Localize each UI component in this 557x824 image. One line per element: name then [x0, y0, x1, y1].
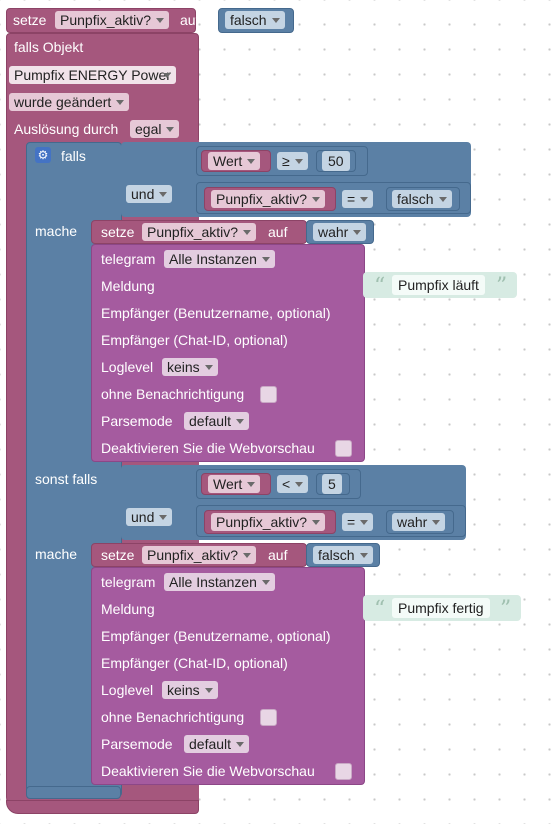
recipient-user-label: Empfänger (Benutzername, optional): [101, 628, 331, 644]
telegram-label: telegram: [101, 251, 156, 267]
variable-dropdown[interactable]: Punpfix_aktiv?: [142, 546, 257, 564]
equals-dropdown[interactable]: =: [342, 513, 374, 531]
preview-label: Deaktivieren Sie die Webvorschau: [101, 763, 315, 779]
parsemode-label: Parsemode: [101, 413, 173, 429]
open-quote-icon: “: [374, 597, 386, 622]
boolean-dropdown[interactable]: falsch: [313, 546, 373, 564]
auf-label: auf: [268, 224, 288, 240]
telegram-label: telegram: [101, 574, 156, 590]
auf-label: auf: [180, 12, 200, 28]
silent-label: ohne Benachrichtigung: [101, 386, 245, 402]
mache-label: mache: [35, 223, 78, 239]
trigger-block-bottom: [6, 800, 199, 814]
silent-checkbox[interactable]: [260, 709, 277, 726]
gear-icon[interactable]: ⚙: [35, 147, 51, 163]
boolean-dropdown[interactable]: wahr: [392, 513, 446, 531]
wert-dropdown[interactable]: Wert: [208, 475, 261, 493]
operator-dropdown[interactable]: ≥: [277, 152, 308, 170]
ausloesung-label: Auslösung durch: [14, 121, 119, 137]
object-id-field[interactable]: Pumpfix ENERGY Power: [9, 66, 176, 84]
auf-label: auf: [268, 547, 288, 563]
ausloesung-dropdown[interactable]: egal: [130, 120, 180, 138]
recipient-user-label: Empfänger (Benutzername, optional): [101, 305, 331, 321]
equals-dropdown[interactable]: =: [342, 190, 374, 208]
loglevel-label: Loglevel: [101, 682, 154, 698]
and-dropdown[interactable]: und: [126, 508, 173, 526]
sonst-falls-label: sonst falls: [35, 471, 98, 487]
message-text-field[interactable]: Pumpfix fertig: [392, 598, 490, 618]
setze-label: setze: [101, 547, 135, 563]
instances-dropdown[interactable]: Alle Instanzen: [164, 250, 275, 268]
parsemode-dropdown[interactable]: default: [184, 412, 250, 430]
wert-dropdown[interactable]: Wert: [208, 152, 261, 170]
falls-objekt-label: falls Objekt: [14, 39, 84, 55]
recipient-chat-label: Empfänger (Chat-ID, optional): [101, 655, 288, 671]
if-block-bottom-cap: [26, 786, 121, 799]
boolean-dropdown[interactable]: wahr: [313, 223, 367, 241]
meldung-label: Meldung: [101, 601, 155, 617]
meldung-label: Meldung: [101, 278, 155, 294]
variable-dropdown[interactable]: Punpfix_aktiv?: [142, 223, 257, 241]
number-field[interactable]: 5: [322, 474, 342, 494]
close-quote-icon: ”: [500, 597, 512, 622]
number-field[interactable]: 50: [322, 151, 350, 171]
loglevel-label: Loglevel: [101, 359, 154, 375]
boolean-dropdown[interactable]: falsch: [392, 190, 452, 208]
parsemode-label: Parsemode: [101, 736, 173, 752]
silent-checkbox[interactable]: [260, 386, 277, 403]
instances-dropdown[interactable]: Alle Instanzen: [164, 573, 275, 591]
setze-label: setze: [13, 12, 47, 28]
silent-label: ohne Benachrichtigung: [101, 709, 245, 725]
close-quote-icon: ”: [496, 274, 508, 299]
operator-dropdown[interactable]: <: [277, 475, 309, 493]
loglevel-dropdown[interactable]: keins: [162, 681, 218, 699]
variable-dropdown[interactable]: Punpfix_aktiv?: [55, 11, 170, 29]
and-dropdown[interactable]: und: [126, 185, 173, 203]
open-quote-icon: “: [374, 274, 386, 299]
changed-dropdown[interactable]: wurde geändert: [9, 93, 130, 111]
preview-label: Deaktivieren Sie die Webvorschau: [101, 440, 315, 456]
falls-label: falls: [61, 148, 86, 164]
loglevel-dropdown[interactable]: keins: [162, 358, 218, 376]
recipient-chat-label: Empfänger (Chat-ID, optional): [101, 332, 288, 348]
variable-dropdown[interactable]: Punpfix_aktiv?: [211, 190, 326, 208]
preview-checkbox[interactable]: [335, 440, 352, 457]
parsemode-dropdown[interactable]: default: [184, 735, 250, 753]
boolean-dropdown[interactable]: falsch: [225, 11, 285, 29]
variable-dropdown[interactable]: Punpfix_aktiv?: [211, 513, 326, 531]
message-text-field[interactable]: Pumpfix läuft: [392, 275, 485, 295]
mache-label: mache: [35, 546, 78, 562]
setze-label: setze: [101, 224, 135, 240]
preview-checkbox[interactable]: [335, 763, 352, 780]
